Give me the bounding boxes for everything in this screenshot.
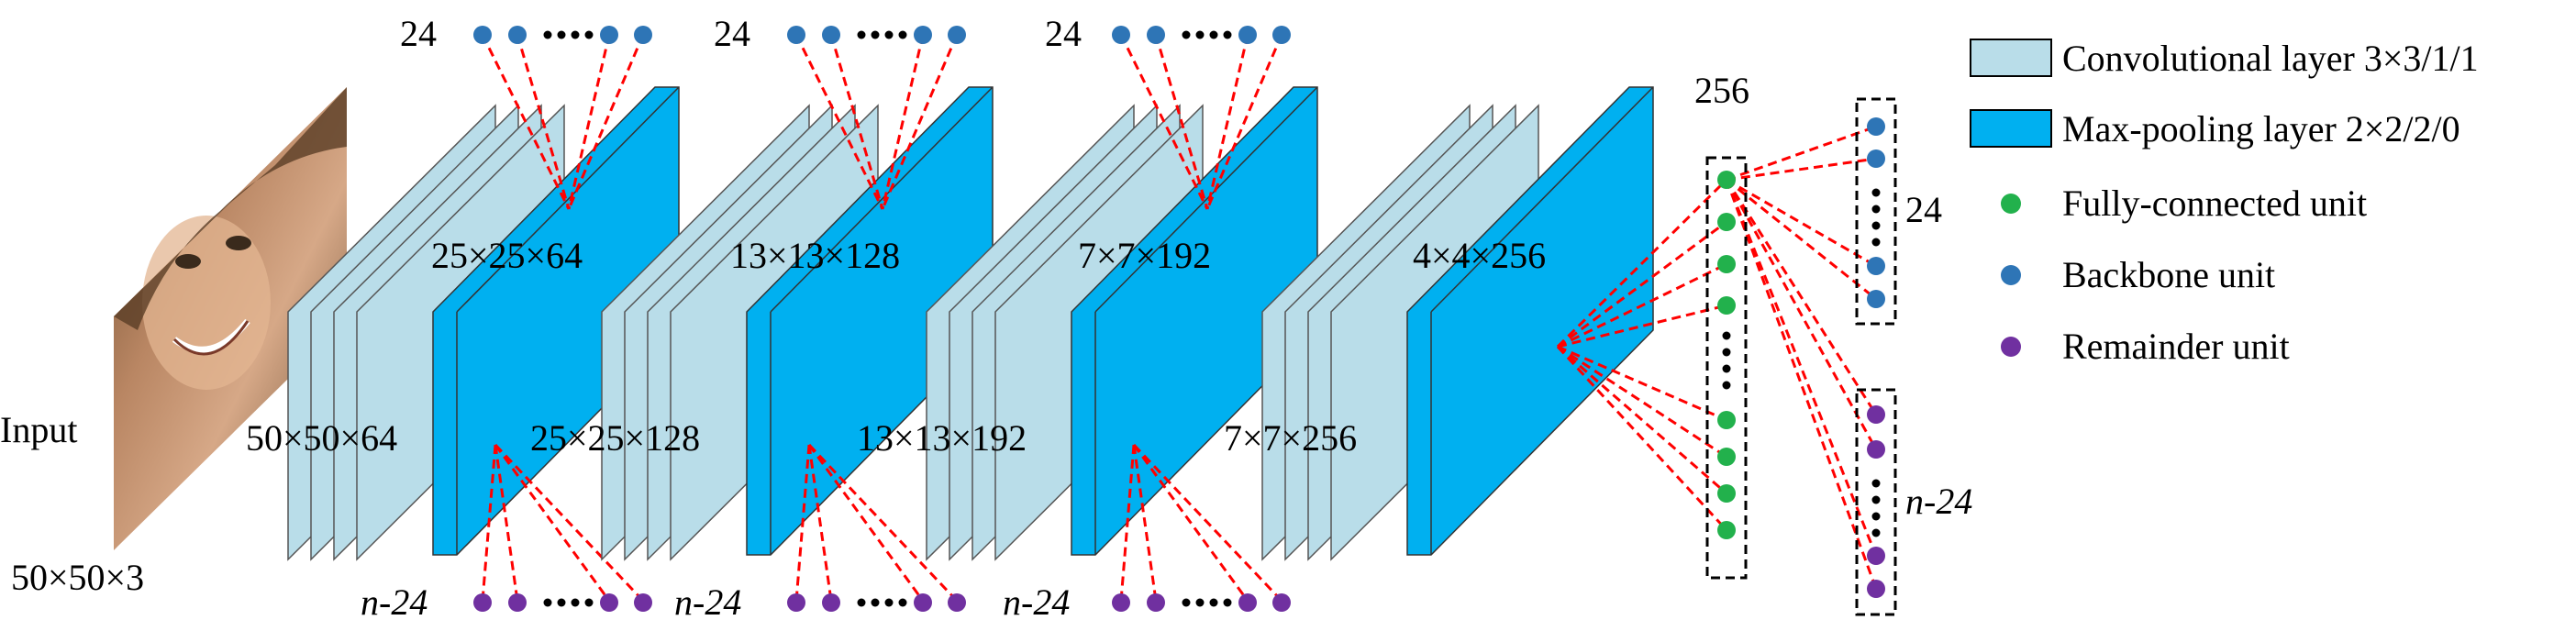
input-label: Input: [0, 409, 77, 450]
top-ellipsis-1: [543, 30, 594, 39]
pool-block-4: [1406, 86, 1654, 556]
top-count-label-2: 24: [714, 13, 750, 54]
conv-label-3: 13×13×192: [857, 417, 1027, 459]
fc-column-box: [1705, 156, 1748, 580]
fc-count-label: 256: [1694, 70, 1749, 111]
pool-label-3: 7×7×192: [1078, 235, 1211, 276]
legend-remainder-unit-label: Remainder unit: [2062, 326, 2290, 367]
bottom-remainder-units-3: [1112, 593, 1291, 612]
legend-remainder-unit-dot: [2001, 337, 2021, 357]
top-connections-3: [1119, 34, 1283, 210]
top-backbone-units-2: [787, 26, 966, 44]
fc-connections: [1556, 178, 1728, 532]
fc-units: [1717, 171, 1736, 539]
legend-pool-label: Max-pooling layer 2×2/2/0: [2062, 108, 2460, 149]
bottom-ellipsis-1: [543, 598, 594, 607]
top-count-label-3: 24: [1045, 13, 1082, 54]
bottom-count-label-2: n-24: [674, 581, 741, 623]
output-backbone-ellipsis: [1871, 188, 1881, 247]
input-image: [114, 87, 347, 550]
bottom-ellipsis-2: [857, 598, 907, 607]
legend-pool-swatch: [1970, 109, 2052, 148]
output-backbone-label: 24: [1905, 189, 1942, 230]
bottom-connections-1: [481, 443, 645, 603]
pool-label-2: 13×13×128: [730, 235, 900, 276]
bottom-remainder-units-1: [473, 593, 652, 612]
bottom-count-label-1: n-24: [361, 581, 427, 623]
legend: Convolutional layer 3×3/1/1 Max-pooling …: [1970, 38, 2479, 367]
output-backbone-box: [1855, 97, 1897, 326]
pool-label-4: 4×4×256: [1413, 235, 1546, 276]
conv-label-1: 50×50×64: [246, 417, 397, 459]
bottom-connections-3: [1119, 443, 1283, 603]
conv-label-2: 25×25×128: [530, 417, 700, 459]
output-connections: [1725, 125, 1878, 590]
legend-fc-unit-label: Fully-connected unit: [2062, 183, 2367, 224]
legend-backbone-unit-dot: [2001, 265, 2021, 285]
top-connections-1: [481, 34, 645, 210]
output-remainder-ellipsis: [1871, 479, 1881, 537]
fc-ellipsis: [1722, 331, 1731, 390]
legend-conv-label: Convolutional layer 3×3/1/1: [2062, 38, 2479, 79]
legend-fc-unit-dot: [2001, 194, 2021, 214]
conv-label-4: 7×7×256: [1224, 417, 1357, 459]
output-backbone-units: [1867, 117, 1885, 308]
output-remainder-units: [1867, 405, 1885, 598]
legend-conv-swatch: [1970, 39, 2052, 77]
bottom-ellipsis-3: [1182, 598, 1232, 607]
bottom-count-label-3: n-24: [1003, 581, 1070, 623]
top-connections-2: [794, 34, 959, 210]
pool-label-1: 25×25×64: [431, 235, 583, 276]
top-backbone-units-3: [1112, 26, 1291, 44]
bottom-remainder-units-2: [787, 593, 966, 612]
top-ellipsis-2: [857, 30, 907, 39]
bottom-connections-2: [794, 443, 959, 603]
legend-backbone-unit-label: Backbone unit: [2062, 254, 2275, 295]
input-size-label: 50×50×3: [11, 557, 144, 598]
top-count-label-1: 24: [400, 13, 437, 54]
output-remainder-label: n-24: [1905, 481, 1972, 522]
top-ellipsis-3: [1182, 30, 1232, 39]
top-backbone-units-1: [473, 26, 652, 44]
output-remainder-box: [1855, 388, 1897, 616]
